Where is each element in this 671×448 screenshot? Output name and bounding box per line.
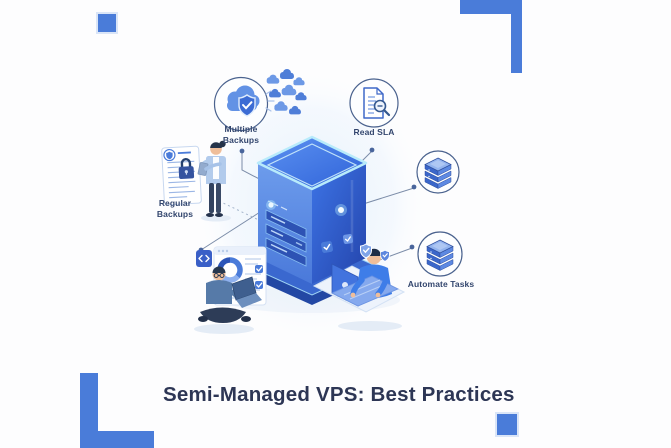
cloud-shield-icon bbox=[227, 85, 260, 117]
corner-bracket-top-right-vertical bbox=[511, 0, 522, 73]
server-panels bbox=[265, 209, 307, 267]
card-shield-icon bbox=[166, 151, 173, 160]
label-read-sla: Read SLA bbox=[353, 127, 395, 137]
corner-bracket-top-right-horizontal bbox=[460, 0, 522, 14]
deco-square-top-left bbox=[98, 14, 116, 32]
check-badge-icon bbox=[342, 233, 354, 245]
regular-backups-card bbox=[161, 145, 202, 206]
multiple-backups-node bbox=[213, 69, 307, 132]
server-top-face bbox=[256, 135, 368, 191]
page-title: Semi-Managed VPS: Best Practices bbox=[163, 383, 515, 406]
label-regular-backups: Regular Backups bbox=[156, 198, 194, 220]
read-sla-node bbox=[349, 78, 399, 128]
check-badge-icon bbox=[319, 239, 335, 255]
developer-left bbox=[194, 246, 267, 334]
label-automate-tasks: Automate Tasks bbox=[407, 279, 475, 289]
automate-tasks-node bbox=[417, 231, 463, 277]
server-top-rim bbox=[266, 143, 358, 187]
server-stack-icon bbox=[424, 157, 452, 189]
label-multiple-backups: Multiple Backups bbox=[222, 124, 260, 146]
server-stack-node-upper bbox=[416, 150, 460, 194]
server-face-right bbox=[312, 163, 366, 284]
sla-document-icon bbox=[363, 87, 391, 119]
deco-square-bottom-right bbox=[497, 414, 517, 435]
lock-icon bbox=[178, 158, 195, 179]
admin-woman bbox=[197, 140, 231, 222]
server-status-light-right bbox=[338, 207, 344, 213]
sparkle-lines bbox=[265, 90, 275, 112]
corner-bracket-bottom-left-horizontal bbox=[80, 431, 154, 448]
laptop-left bbox=[231, 276, 262, 308]
corner-bracket-bottom-left-vertical bbox=[80, 373, 98, 448]
developer-right bbox=[312, 233, 406, 331]
code-icon bbox=[196, 250, 212, 267]
server-stack-icon bbox=[426, 239, 454, 271]
vps-illustration bbox=[161, 67, 463, 343]
server-status-light-left bbox=[268, 202, 274, 208]
